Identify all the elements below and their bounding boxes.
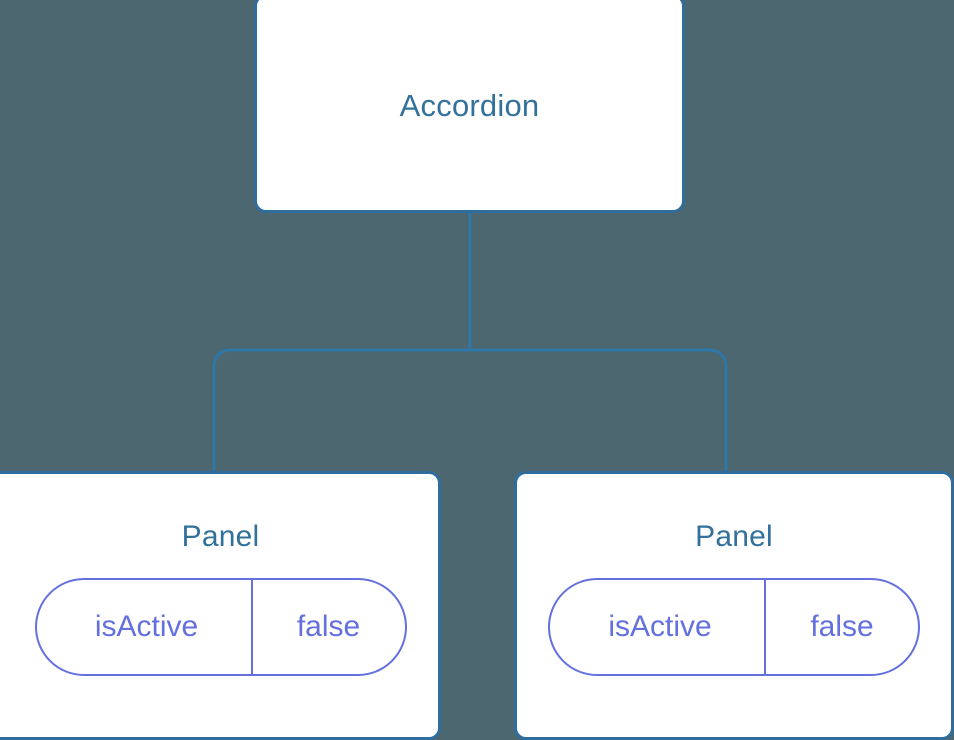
node-panel-left-title: Panel bbox=[181, 520, 260, 553]
node-accordion[interactable]: Accordion bbox=[254, 0, 685, 213]
panel-left-prop-value: false bbox=[250, 580, 405, 674]
panel-right-content: Panel isActive false bbox=[517, 474, 951, 737]
panel-left-prop-key: isActive bbox=[94, 610, 199, 643]
panel-right-prop-value: false bbox=[764, 580, 918, 674]
node-accordion-title: Accordion bbox=[399, 88, 540, 123]
node-panel-right-title: Panel bbox=[695, 520, 773, 553]
connector-branch-left bbox=[212, 348, 470, 474]
panel-right-prop-isactive[interactable]: isActive false bbox=[548, 578, 920, 676]
panel-left-prop-isactive[interactable]: isActive false bbox=[34, 578, 407, 676]
node-panel-right[interactable]: Panel isActive false bbox=[514, 471, 954, 740]
node-panel-left[interactable]: Panel isActive false bbox=[0, 471, 441, 740]
panel-right-prop-key: isActive bbox=[608, 610, 712, 643]
panel-left-content: Panel isActive false bbox=[0, 474, 438, 737]
connector-branch-right bbox=[470, 348, 728, 474]
